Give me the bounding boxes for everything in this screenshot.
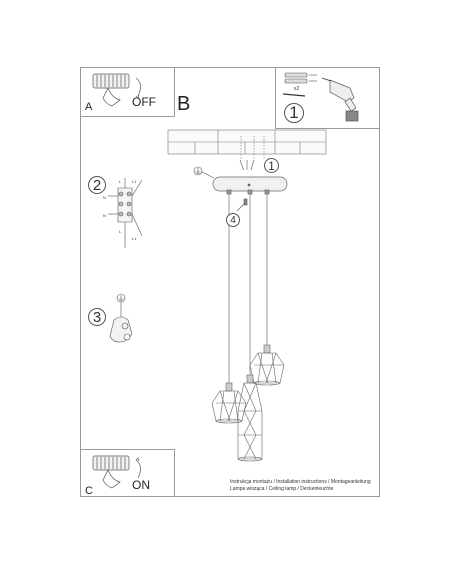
switch-on-icon <box>92 455 141 489</box>
panel-a-letter: A <box>85 101 93 113</box>
supply-wires <box>239 159 255 171</box>
instruction-sheet-frame <box>80 67 380 497</box>
screw-icon <box>236 198 248 212</box>
terminal-block-icon <box>108 178 143 248</box>
bottle-shade-center <box>237 374 263 462</box>
earth-connector-icon <box>109 293 133 343</box>
step-3-number: 3 <box>92 308 102 326</box>
wire-l1-top: L1 <box>132 179 137 184</box>
anchor-qty-label: x2 <box>294 86 300 92</box>
step-2-badge: 2 <box>88 176 106 194</box>
wall-anchors-icon <box>282 72 317 97</box>
earth-symbol-icon <box>193 166 215 179</box>
cage-shade-right <box>249 344 285 386</box>
wire-l-bottom: L <box>119 229 122 234</box>
step-2-number: 2 <box>92 176 102 194</box>
wire-n-top: N <box>103 195 106 200</box>
ceiling-panel <box>167 129 327 155</box>
step-4-badge: 4 <box>226 213 240 227</box>
step-1-ceiling-badge: 1 <box>264 158 279 173</box>
panel-c-on-label: ON <box>132 478 150 492</box>
step-1-ceiling-number: 1 <box>268 158 275 173</box>
panel-c-letter: C <box>85 485 93 497</box>
drill-icon <box>321 77 359 122</box>
panel-b-letter: B <box>177 93 191 115</box>
switch-off-icon <box>92 73 141 107</box>
step-1-tools-badge: 1 <box>284 103 304 123</box>
step-1-tools-number: 1 <box>289 103 299 122</box>
wire-l1-bottom: L1 <box>132 236 137 241</box>
step-3-badge: 3 <box>88 308 106 326</box>
wire-n-bottom: N <box>103 213 106 218</box>
footer-line-1: Instrukcja montażu / Installation instru… <box>230 479 371 485</box>
footer-line-2: Lampa wisząca / Ceiling lamp / Deckenleu… <box>230 486 334 492</box>
cage-shade-left <box>211 382 247 424</box>
step-4-number: 4 <box>230 214 236 226</box>
wire-l-top: L <box>119 179 122 184</box>
lamp-canopy <box>212 176 288 195</box>
drill-hole-marks <box>240 136 265 160</box>
panel-a-off-label: OFF <box>132 95 156 109</box>
